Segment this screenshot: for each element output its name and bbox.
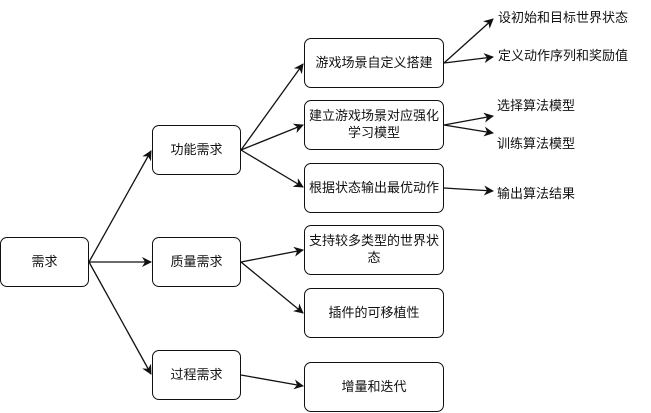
- leaf-init-goal-state: 设初始和目标世界状态: [498, 11, 629, 26]
- node-world-states: 支持较多类型的世界状态: [304, 225, 444, 275]
- leaf-train-model: 训练算法模型: [497, 137, 576, 152]
- arrow-process-box6: [240, 374, 304, 390]
- arrow-box1-leaf2: [443, 53, 494, 64]
- arrow-box1-leaf1: [443, 18, 494, 64]
- node-process-requirements: 过程需求: [152, 350, 241, 400]
- arrow-func-box1: [240, 63, 304, 151]
- arrow-quality-box5: [240, 261, 304, 314]
- node-incremental-iteration: 增量和迭代: [304, 362, 444, 412]
- node-quality-requirements: 质量需求: [152, 237, 241, 287]
- node-label: 需求: [31, 254, 58, 270]
- node-label: 建立游戏场景对应强化学习模型: [308, 109, 439, 141]
- leaf-select-model: 选择算法模型: [497, 99, 576, 114]
- leaf-action-reward: 定义动作序列和奖励值: [498, 49, 629, 64]
- arrow-box2-leaf3: [443, 112, 494, 126]
- node-label: 增量和迭代: [341, 379, 407, 395]
- arrow-box3-leaf5: [443, 185, 494, 196]
- leaf-output-result: 输出算法结果: [497, 187, 576, 202]
- arrow-quality-box4: [240, 246, 304, 263]
- arrow-func-box3: [240, 149, 304, 188]
- node-label: 支持较多类型的世界状态: [308, 234, 439, 266]
- node-rl-model: 建立游戏场景对应强化学习模型: [304, 100, 444, 150]
- arrow-root-functional: [88, 150, 152, 263]
- arrow-box2-leaf4: [443, 124, 494, 137]
- node-label: 过程需求: [170, 367, 223, 383]
- node-functional-requirements: 功能需求: [152, 125, 241, 175]
- node-label: 根据状态输出最优动作: [308, 180, 439, 196]
- node-scene-builder: 游戏场景自定义搭建: [304, 38, 444, 88]
- node-root: 需求: [0, 237, 89, 287]
- arrow-func-box2: [240, 123, 304, 151]
- node-optimal-action: 根据状态输出最优动作: [304, 163, 444, 213]
- node-label: 功能需求: [170, 142, 223, 158]
- arrow-root-process: [88, 261, 152, 375]
- node-label: 游戏场景自定义搭建: [315, 55, 433, 71]
- node-label: 插件的可移植性: [328, 305, 420, 321]
- node-portability: 插件的可移植性: [304, 288, 444, 338]
- node-label: 质量需求: [170, 254, 223, 270]
